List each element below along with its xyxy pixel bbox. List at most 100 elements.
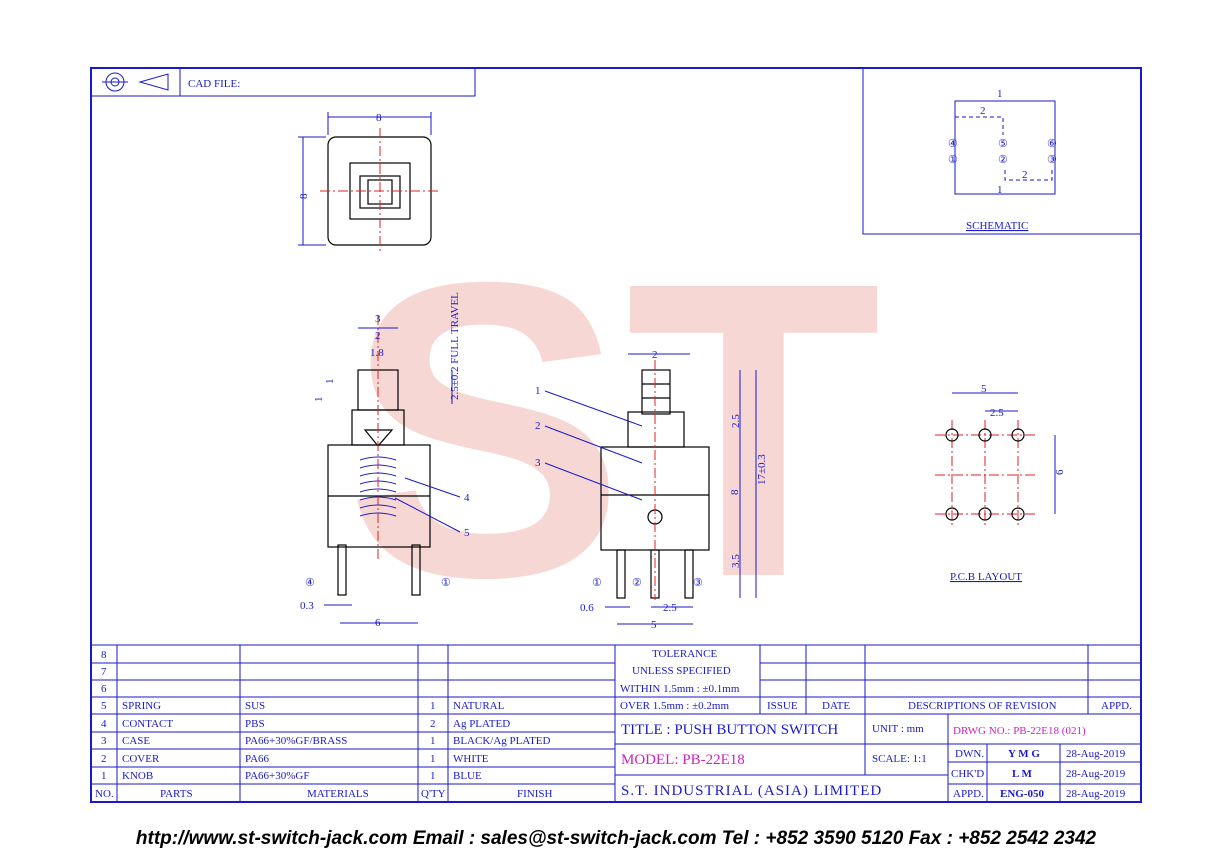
- svg-text:④: ④: [948, 138, 958, 150]
- svg-text:1: 1: [430, 770, 436, 782]
- svg-text:3.5: 3.5: [730, 554, 742, 568]
- bom-row-3: 3 CASE PA66+30%GF/BRASS 1 BLACK/Ag PLATE…: [101, 735, 551, 747]
- svg-text:6: 6: [101, 683, 107, 695]
- svg-text:1: 1: [430, 753, 436, 765]
- svg-text:8: 8: [729, 489, 741, 495]
- svg-text:②: ②: [998, 154, 1008, 166]
- svg-text:PA66+30%GF: PA66+30%GF: [245, 770, 309, 782]
- cad-header: CAD FILE:: [90, 67, 476, 97]
- svg-text:6: 6: [1054, 469, 1066, 475]
- contact-footer[interactable]: http://www.st-switch-jack.com Email : sa…: [135, 828, 1097, 849]
- top-view: 8 8: [298, 112, 440, 254]
- svg-text:TITLE : PUSH BUTTON SWITCH: TITLE : PUSH BUTTON SWITCH: [621, 722, 838, 738]
- svg-text:5: 5: [981, 383, 987, 395]
- svg-text:2: 2: [430, 718, 436, 730]
- projection-icon: [138, 73, 169, 91]
- svg-text:2: 2: [652, 349, 658, 361]
- svg-text:8: 8: [376, 112, 382, 124]
- svg-text:1: 1: [101, 770, 107, 782]
- bom-row-8: 8: [101, 649, 107, 661]
- svg-text:4: 4: [464, 492, 470, 504]
- pcb-layout: 5 2.5 6 P.C.B LAYOUT: [935, 383, 1066, 583]
- svg-text:1: 1: [430, 700, 436, 712]
- svg-text:5: 5: [464, 527, 470, 539]
- svg-text:NATURAL: NATURAL: [453, 700, 505, 712]
- svg-text:PA66+30%GF/BRASS: PA66+30%GF/BRASS: [245, 735, 347, 747]
- svg-text:7: 7: [101, 666, 107, 678]
- revision-header: ISSUE DATE DESCRIPTIONS OF REVISION APPD…: [767, 700, 1132, 712]
- svg-text:2: 2: [535, 420, 541, 432]
- svg-text:⑥: ⑥: [1047, 138, 1057, 150]
- svg-text:3: 3: [101, 735, 107, 747]
- svg-text:UNIT : mm: UNIT : mm: [872, 723, 924, 735]
- svg-text:BLUE: BLUE: [453, 770, 482, 782]
- svg-text:1: 1: [997, 88, 1003, 100]
- svg-text:17±0.3: 17±0.3: [756, 454, 768, 485]
- svg-text:CAD FILE:: CAD FILE:: [188, 78, 240, 90]
- svg-text:SCHEMATIC: SCHEMATIC: [966, 220, 1028, 232]
- svg-text:MODEL: PB-22E18: MODEL: PB-22E18: [621, 752, 745, 768]
- svg-text:2.5: 2.5: [990, 407, 1004, 419]
- svg-text:Q'TY: Q'TY: [421, 788, 446, 800]
- svg-text:ENG-050: ENG-050: [1000, 788, 1045, 800]
- svg-text:APPD.: APPD.: [1101, 700, 1132, 712]
- svg-text:P.C.B LAYOUT: P.C.B LAYOUT: [950, 571, 1022, 583]
- svg-text:4: 4: [101, 718, 107, 730]
- svg-text:8: 8: [298, 193, 310, 199]
- svg-text:L M: L M: [1012, 768, 1032, 780]
- svg-text:ISSUE: ISSUE: [767, 700, 798, 712]
- svg-text:WITHIN 1.5mm : ±0.1mm: WITHIN 1.5mm : ±0.1mm: [620, 683, 740, 695]
- svg-text:①: ①: [441, 577, 451, 589]
- svg-text:FINISH: FINISH: [517, 788, 553, 800]
- svg-text:2: 2: [375, 330, 381, 342]
- svg-text:DRWG NO.: PB-22E18 (021): DRWG NO.: PB-22E18 (021): [953, 725, 1086, 737]
- svg-text:2: 2: [980, 105, 986, 117]
- svg-text:SCALE: 1:1: SCALE: 1:1: [872, 753, 927, 765]
- svg-text:28-Aug-2019: 28-Aug-2019: [1066, 768, 1126, 780]
- svg-text:APPD.: APPD.: [953, 788, 984, 800]
- svg-text:28-Aug-2019: 28-Aug-2019: [1066, 748, 1126, 760]
- svg-text:1: 1: [535, 385, 541, 397]
- svg-text:2.5±0.2 FULL TRAVEL: 2.5±0.2 FULL TRAVEL: [449, 292, 461, 400]
- svg-text:OVER 1.5mm : ±0.2mm: OVER 1.5mm : ±0.2mm: [620, 700, 729, 712]
- svg-text:2: 2: [101, 753, 107, 765]
- bom-row-6: 6: [101, 683, 107, 695]
- svg-text:DATE: DATE: [822, 700, 850, 712]
- svg-text:PARTS: PARTS: [160, 788, 193, 800]
- svg-text:①: ①: [948, 154, 958, 166]
- svg-text:2.5: 2.5: [730, 414, 742, 428]
- svg-text:PA66: PA66: [245, 753, 270, 765]
- svg-text:1: 1: [430, 735, 436, 747]
- svg-text:3: 3: [535, 457, 541, 469]
- svg-text:3: 3: [375, 313, 381, 325]
- svg-text:1: 1: [313, 397, 325, 403]
- svg-text:1.8: 1.8: [370, 347, 384, 359]
- svg-text:5: 5: [651, 619, 657, 631]
- svg-text:NO.: NO.: [95, 788, 114, 800]
- svg-text:②: ②: [632, 577, 642, 589]
- side-view: 2.5±0.2 FULL TRAVEL 3 2 1.8 1 1 4 5 ④ ① …: [300, 292, 470, 629]
- svg-text:③: ③: [693, 577, 703, 589]
- svg-text:8: 8: [101, 649, 107, 661]
- svg-text:5: 5: [101, 700, 107, 712]
- svg-text:MATERIALS: MATERIALS: [307, 788, 369, 800]
- bom-header: NO. PARTS MATERIALS Q'TY FINISH: [95, 788, 553, 800]
- title-block: TITLE : PUSH BUTTON SWITCH MODEL: PB-22E…: [615, 714, 1141, 802]
- svg-text:⑤: ⑤: [998, 138, 1008, 150]
- svg-text:2: 2: [1022, 169, 1028, 181]
- front-view: 2 1 2 3 2.5 8 3.5 17±0.3 ① ② ③ 0.6 2.5 5: [535, 349, 768, 631]
- svg-text:CASE: CASE: [122, 735, 150, 747]
- svg-text:1: 1: [997, 184, 1003, 196]
- svg-text:SPRING: SPRING: [122, 700, 161, 712]
- svg-text:0.3: 0.3: [300, 600, 314, 612]
- svg-text:COVER: COVER: [122, 753, 160, 765]
- sheet-border: [90, 67, 1142, 803]
- bom-row-1: 1 KNOB PA66+30%GF 1 BLUE: [101, 770, 482, 782]
- svg-text:CONTACT: CONTACT: [122, 718, 173, 730]
- st-watermark: ST: [345, 196, 882, 665]
- bom-row-2: 2 COVER PA66 1 WHITE: [101, 753, 489, 765]
- svg-text:PBS: PBS: [245, 718, 265, 730]
- svg-text:1: 1: [324, 379, 336, 385]
- svg-text:ST: ST: [345, 196, 882, 665]
